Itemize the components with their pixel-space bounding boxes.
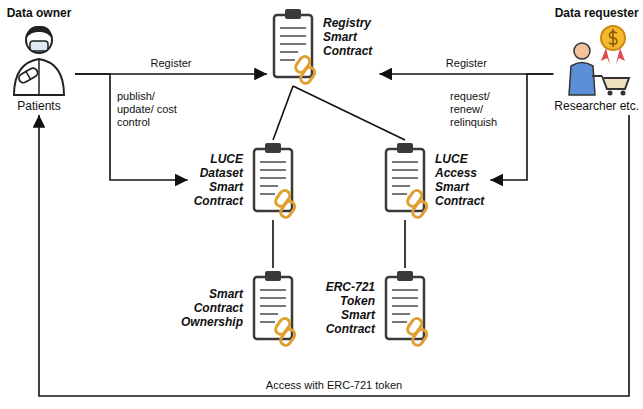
contract-icon	[380, 140, 430, 220]
edge-label: Register	[150, 57, 193, 70]
icon-part	[260, 313, 278, 315]
icon-part	[26, 71, 31, 80]
contract-icon	[380, 268, 430, 348]
researcher-icon	[562, 21, 632, 99]
connector	[404, 220, 406, 268]
icon-part	[411, 200, 429, 220]
contract-node: LUCE Dataset Smart Contract	[189, 140, 298, 220]
icon-part	[280, 35, 306, 37]
icon-part	[620, 91, 625, 96]
icon-part	[607, 91, 612, 96]
icon-part	[279, 200, 297, 220]
connector	[272, 220, 274, 268]
contract-label: Smart Contract Ownership	[176, 287, 248, 329]
icon-part	[285, 9, 301, 19]
contract-label: LUCE Dataset Smart Contract	[189, 152, 248, 208]
icon-part	[397, 271, 413, 281]
contract-node: Registry Smart Contract	[268, 6, 377, 86]
icon-part	[392, 289, 418, 291]
icon-part	[392, 177, 418, 179]
connector	[273, 86, 293, 140]
contract-node: Smart Contract Ownership	[176, 268, 298, 348]
icon-part	[609, 29, 617, 47]
role-heading: Data owner	[7, 6, 72, 21]
actor-node: Data ownerPatients	[4, 6, 74, 114]
icon-part	[601, 48, 610, 64]
icon-part	[392, 321, 407, 323]
icon-part	[260, 305, 286, 307]
connector	[39, 115, 629, 396]
icon-part	[38, 59, 40, 95]
contract-label: Registry Smart Contract	[318, 6, 377, 58]
connector	[293, 86, 405, 140]
icon-part	[17, 67, 39, 85]
icon-part	[392, 185, 410, 187]
contract-node: ERC-721 Token Smart Contract	[321, 268, 430, 348]
contract-node: LUCE Access Smart Contract	[380, 140, 489, 220]
icon-part	[30, 41, 48, 51]
icon-part	[14, 59, 64, 95]
role-caption: Researcher etc.	[554, 99, 639, 114]
icon-part	[280, 59, 295, 61]
icon-part	[616, 48, 625, 64]
contract-label: LUCE Access Smart Contract	[430, 152, 489, 208]
icon-part	[569, 63, 595, 96]
edge-label: Access with ERC-721 token	[265, 379, 403, 392]
icon-part	[260, 193, 275, 195]
contract-icon	[268, 6, 318, 86]
icon-part	[299, 66, 317, 86]
actor-node: Data requesterResearcher etc.	[554, 6, 639, 114]
contract-icon	[248, 140, 298, 220]
icon-part	[260, 177, 286, 179]
icon-part	[280, 27, 306, 29]
edge-label: publish/ update/ cost control	[116, 90, 188, 129]
icon-part	[265, 271, 281, 281]
icon-part	[265, 143, 281, 153]
contract-icon	[248, 268, 298, 348]
icon-part	[392, 297, 418, 299]
icon-part	[602, 76, 629, 89]
icon-part	[260, 321, 275, 323]
icon-part	[26, 26, 52, 38]
icon-part	[592, 75, 602, 77]
icon-part	[280, 43, 306, 45]
icon-part	[392, 305, 418, 307]
icon-part	[411, 328, 429, 348]
icon-part	[280, 51, 298, 53]
icon-part	[601, 26, 625, 50]
icon-part	[260, 289, 286, 291]
patient-icon	[4, 21, 74, 99]
icon-part	[392, 193, 407, 195]
icon-part	[392, 169, 418, 171]
connector	[75, 74, 188, 180]
role-heading: Data requester	[555, 6, 639, 21]
edge-label: request/ renew/ relinquish	[449, 90, 521, 129]
icon-part	[392, 161, 418, 163]
icon-part	[279, 328, 297, 348]
icon-part	[260, 185, 278, 187]
icon-part	[392, 313, 410, 315]
icon-part	[397, 143, 413, 153]
edge-label: Register	[445, 57, 488, 70]
icon-part	[260, 297, 286, 299]
icon-part	[260, 161, 286, 163]
contract-label: ERC-721 Token Smart Contract	[321, 280, 380, 336]
role-caption: Patients	[17, 99, 60, 114]
icon-part	[574, 43, 590, 59]
icon-part	[260, 169, 286, 171]
